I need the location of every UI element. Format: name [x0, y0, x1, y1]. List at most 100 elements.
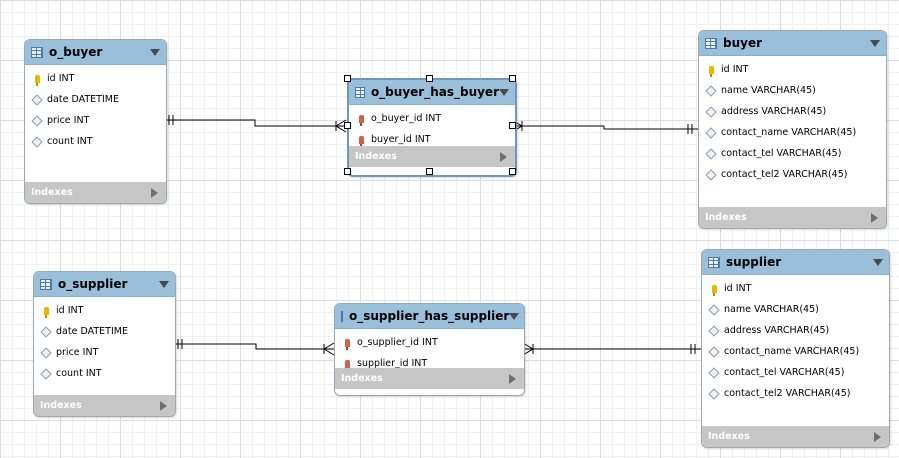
primary-key-icon: [34, 74, 40, 86]
table-header[interactable]: o_supplier: [34, 272, 175, 297]
table-o-supplier[interactable]: o_supplier id INT date DATETIME price IN…: [33, 271, 176, 417]
chevron-down-icon[interactable]: [509, 312, 520, 320]
resize-handle[interactable]: [509, 122, 516, 129]
column-label: address VARCHAR(45): [724, 325, 830, 336]
primary-key-icon: [708, 65, 714, 77]
column-label: date DATETIME: [56, 326, 128, 337]
column-row[interactable]: name VARCHAR(45): [699, 80, 886, 101]
column-row[interactable]: contact_tel VARCHAR(45): [702, 362, 889, 383]
column-row[interactable]: name VARCHAR(45): [702, 299, 889, 320]
expand-arrow-icon[interactable]: [509, 373, 516, 384]
resize-handle[interactable]: [344, 168, 351, 175]
column-diamond-icon: [708, 303, 720, 316]
column-row[interactable]: o_buyer_id INT: [349, 108, 515, 129]
indexes-section[interactable]: Indexes: [699, 207, 886, 228]
resize-handle[interactable]: [426, 75, 433, 82]
resize-handle[interactable]: [509, 168, 516, 175]
expand-arrow-icon[interactable]: [151, 187, 158, 198]
column-row[interactable]: address VARCHAR(45): [699, 101, 886, 122]
column-diamond-icon: [705, 147, 717, 160]
table-buyer[interactable]: buyer id INT name VARCHAR(45) address VA…: [698, 30, 887, 229]
column-label: contact_name VARCHAR(45): [721, 127, 857, 138]
column-row[interactable]: contact_name VARCHAR(45): [702, 341, 889, 362]
table-supplier[interactable]: supplier id INT name VARCHAR(45) address…: [701, 249, 890, 448]
resize-handle[interactable]: [426, 168, 433, 175]
column-row[interactable]: o_supplier_id INT: [335, 332, 524, 353]
column-row[interactable]: id INT: [34, 300, 175, 321]
column-row[interactable]: id INT: [702, 278, 889, 299]
chevron-down-icon[interactable]: [499, 88, 509, 96]
many-mark: [335, 119, 347, 133]
column-diamond-icon: [705, 84, 717, 97]
table-header[interactable]: o_buyer: [25, 40, 166, 65]
table-header[interactable]: o_buyer_has_buyer: [349, 80, 515, 105]
chevron-down-icon[interactable]: [873, 258, 883, 266]
expand-arrow-icon[interactable]: [871, 212, 878, 223]
table-o-buyer-has-buyer[interactable]: o_buyer_has_buyer o_buyer_id INT buyer_i…: [347, 78, 517, 177]
column-diamond-icon: [40, 367, 52, 380]
table-icon: [705, 37, 717, 49]
column-label: id INT: [721, 64, 749, 75]
relation-obuyer-link: [165, 119, 346, 127]
table-header[interactable]: o_supplier_has_supplier: [335, 304, 524, 329]
column-row[interactable]: contact_tel VARCHAR(45): [699, 143, 886, 164]
indexes-section[interactable]: Indexes: [702, 426, 889, 447]
expand-arrow-icon[interactable]: [500, 151, 507, 162]
primary-key-icon: [711, 284, 717, 296]
column-row[interactable]: price INT: [34, 342, 175, 363]
column-diamond-icon: [708, 366, 720, 379]
column-label: buyer_id INT: [371, 134, 431, 145]
foreign-key-icon: [344, 338, 350, 350]
column-row[interactable]: contact_name VARCHAR(45): [699, 122, 886, 143]
column-label: id INT: [724, 283, 752, 294]
chevron-down-icon[interactable]: [150, 48, 160, 56]
indexes-label: Indexes: [708, 431, 750, 442]
resize-handle[interactable]: [344, 122, 351, 129]
resize-handle[interactable]: [509, 75, 516, 82]
indexes-label: Indexes: [341, 373, 383, 384]
indexes-label: Indexes: [31, 187, 73, 198]
column-row[interactable]: id INT: [699, 59, 886, 80]
expand-arrow-icon[interactable]: [160, 400, 167, 411]
many-mark: [323, 342, 335, 356]
column-label: count INT: [56, 368, 102, 379]
column-label: count INT: [47, 136, 93, 147]
column-row[interactable]: id INT: [25, 68, 166, 89]
chevron-down-icon[interactable]: [159, 280, 169, 288]
column-row[interactable]: date DATETIME: [25, 89, 166, 110]
indexes-label: Indexes: [355, 151, 397, 162]
column-label: contact_tel VARCHAR(45): [721, 148, 842, 159]
table-o-supplier-has-supplier[interactable]: o_supplier_has_supplier o_supplier_id IN…: [334, 303, 525, 396]
table-o-buyer[interactable]: o_buyer id INT date DATETIME price INT c…: [24, 39, 167, 204]
indexes-section[interactable]: Indexes: [34, 395, 175, 416]
relation-osupplier-link: [174, 343, 334, 350]
primary-key-icon: [43, 306, 49, 318]
column-row[interactable]: count INT: [25, 131, 166, 152]
column-diamond-icon: [40, 346, 52, 359]
table-name: supplier: [726, 255, 782, 269]
table-header[interactable]: buyer: [699, 31, 886, 56]
column-row[interactable]: price INT: [25, 110, 166, 131]
column-row[interactable]: count INT: [34, 363, 175, 384]
column-row[interactable]: date DATETIME: [34, 321, 175, 342]
indexes-section[interactable]: Indexes: [335, 368, 524, 389]
column-diamond-icon: [31, 114, 43, 127]
indexes-section[interactable]: Indexes: [25, 182, 166, 203]
expand-arrow-icon[interactable]: [874, 431, 881, 442]
column-row[interactable]: buyer_id INT: [349, 129, 515, 150]
table-header[interactable]: supplier: [702, 250, 889, 275]
chevron-down-icon[interactable]: [870, 39, 880, 47]
column-diamond-icon: [705, 126, 717, 139]
column-label: contact_name VARCHAR(45): [724, 346, 860, 357]
table-name: o_buyer: [49, 45, 103, 59]
table-name: o_supplier_has_supplier: [349, 309, 510, 323]
column-row[interactable]: contact_tel2 VARCHAR(45): [702, 383, 889, 404]
resize-handle[interactable]: [344, 75, 351, 82]
column-diamond-icon: [708, 345, 720, 358]
column-row[interactable]: address VARCHAR(45): [702, 320, 889, 341]
indexes-section[interactable]: Indexes: [349, 146, 515, 167]
column-row[interactable]: contact_tel2 VARCHAR(45): [699, 164, 886, 185]
column-label: price INT: [47, 115, 90, 126]
column-label: supplier_id INT: [357, 358, 428, 369]
